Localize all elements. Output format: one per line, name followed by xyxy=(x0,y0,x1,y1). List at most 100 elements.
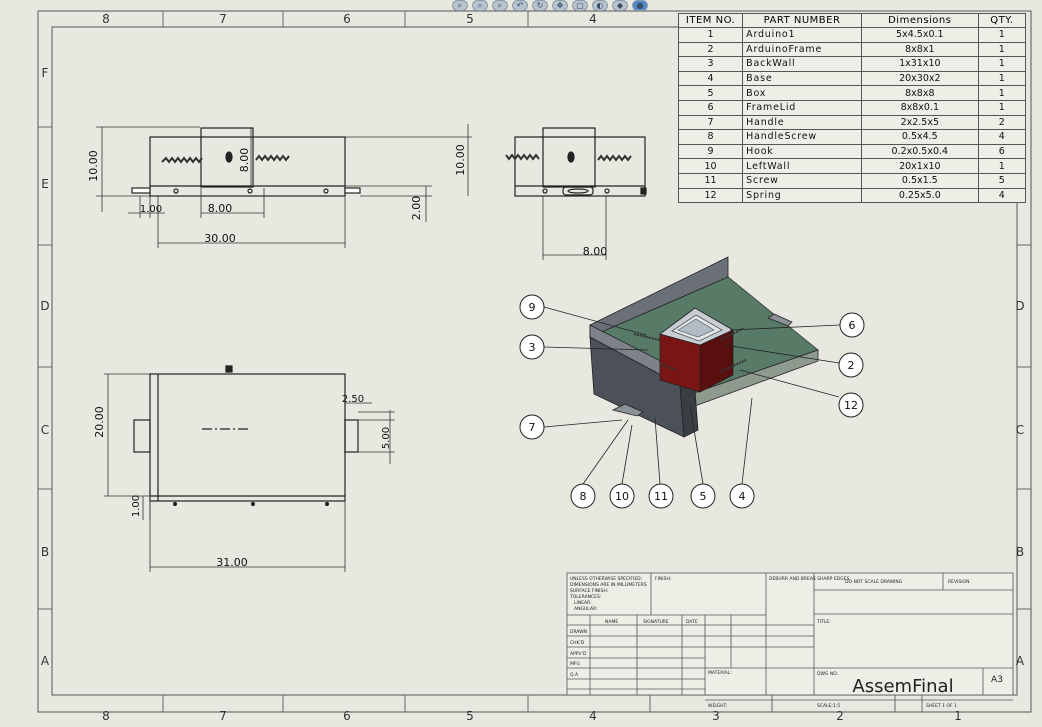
balloon-9[interactable]: 9 xyxy=(519,294,545,320)
front-view-dimension-lines xyxy=(96,124,472,248)
top-view-dimension-lines xyxy=(104,373,395,572)
zoom-area-icon[interactable]: ⌕ xyxy=(472,0,488,11)
tb-mfg: MFG xyxy=(570,661,580,667)
bom-cell-item: 4 xyxy=(677,70,744,87)
balloon-4[interactable]: 4 xyxy=(729,483,755,509)
balloon-2[interactable]: 2 xyxy=(838,352,864,378)
pan-icon[interactable]: ✥ xyxy=(552,0,568,11)
balloon-12[interactable]: 12 xyxy=(838,392,864,418)
balloon-2-label: 2 xyxy=(848,359,855,372)
scene-icon[interactable]: ● xyxy=(632,0,648,11)
balloon-10[interactable]: 10 xyxy=(609,483,635,509)
tb-dwg-no-label: DWG NO. xyxy=(817,671,838,677)
balloon-7[interactable]: 7 xyxy=(519,414,545,440)
tb-angular: ANGULAR: xyxy=(574,606,597,612)
bom-cell-item: 10 xyxy=(677,158,744,174)
bom-cell-dimensions: 8x8x0.1 xyxy=(860,99,979,116)
bom-cell-dimensions: 1x31x10 xyxy=(860,56,979,72)
bom-cell-part: Box xyxy=(742,85,862,101)
isometric-view[interactable] xyxy=(589,256,819,438)
col-label-6-top: 6 xyxy=(343,12,351,26)
row-label-C-left: C xyxy=(41,423,49,437)
bom-cell-item: 7 xyxy=(677,114,744,131)
bom-cell-item: 6 xyxy=(677,99,744,116)
appearance-icon[interactable]: ◆ xyxy=(612,0,628,11)
view-toolbar: ⌕ ⌕ ⌕ ↶ ↻ ✥ ▢ ◐ ◆ ● xyxy=(452,0,648,12)
zoom-in-out-icon[interactable]: ⌕ xyxy=(492,0,508,11)
balloon-5[interactable]: 5 xyxy=(690,483,716,509)
tb-material: MATERIAL: xyxy=(708,670,732,676)
zoom-to-fit-icon[interactable]: ⌕ xyxy=(452,0,468,11)
bom-cell-qty: 4 xyxy=(977,187,1027,204)
bom-cell-qty: 1 xyxy=(977,27,1027,43)
bom-cell-item: 12 xyxy=(677,187,744,204)
balloon-11[interactable]: 11 xyxy=(648,483,674,509)
tb-title-label: TITLE: xyxy=(816,619,831,625)
side-view[interactable] xyxy=(505,127,647,197)
balloon-6-label: 6 xyxy=(849,319,856,332)
balloon-8[interactable]: 8 xyxy=(570,483,596,509)
dim-front-box-width: 8.00 xyxy=(208,202,233,215)
display-style-icon[interactable]: ▢ xyxy=(572,0,588,11)
bom-cell-part: Hook xyxy=(742,143,862,160)
tb-name: NAME xyxy=(605,619,618,625)
tb-unless-note: UNLESS OTHERWISE SPECIFIED: xyxy=(570,576,642,582)
dim-top-handle: 5.00 xyxy=(381,427,392,449)
bom-header-row: ITEM NO. PART NUMBER Dimensions QTY. xyxy=(677,13,1027,28)
tb-scale: SCALE:1:5 xyxy=(817,703,840,709)
top-view[interactable] xyxy=(133,365,359,507)
bom-cell-qty: 5 xyxy=(977,172,1027,189)
dim-front-total-width: 30.00 xyxy=(204,232,236,245)
bom-cell-qty: 1 xyxy=(977,85,1027,101)
tb-chkd: CHK'D xyxy=(570,640,585,646)
bom-header-part: PART NUMBER xyxy=(742,13,862,28)
col-label-4-bottom: 4 xyxy=(589,709,597,723)
bom-cell-qty: 4 xyxy=(977,129,1027,145)
bom-cell-item: 1 xyxy=(677,27,744,43)
tb-appvd: APPV'D xyxy=(570,651,587,657)
tb-drawn: DRAWN xyxy=(570,629,587,635)
tb-dims-note: DIMENSIONS ARE IN MILLIMETERS xyxy=(570,582,647,588)
col-label-7-top: 7 xyxy=(219,12,227,26)
balloon-3[interactable]: 3 xyxy=(519,334,545,360)
balloon-8-label: 8 xyxy=(580,490,587,503)
row-label-A-left: A xyxy=(41,654,50,668)
tb-date: DATE xyxy=(686,619,698,625)
bom-cell-part: Spring xyxy=(742,187,862,204)
bom-cell-part: LeftWall xyxy=(742,158,862,174)
tb-surface-note: SURFACE FINISH: xyxy=(570,588,608,594)
previous-view-icon[interactable]: ↶ xyxy=(512,0,528,11)
front-view[interactable] xyxy=(131,127,361,197)
bom-cell-dimensions: 5x4.5x0.1 xyxy=(860,27,979,43)
tb-qa: Q.A xyxy=(570,672,579,678)
tb-size: A3 xyxy=(991,675,1003,685)
balloon-6[interactable]: 6 xyxy=(839,312,865,338)
tb-deburr: DEBURR AND BREAK SHARP EDGES xyxy=(769,576,849,582)
dim-side-width: 8.00 xyxy=(583,245,608,258)
row-label-C-right: C xyxy=(1016,423,1024,437)
tb-dwg-no: AssemFinal xyxy=(852,676,953,697)
balloon-11-label: 11 xyxy=(654,490,668,503)
tb-weight: WEIGHT: xyxy=(708,703,727,709)
rotate-icon[interactable]: ↻ xyxy=(532,0,548,11)
bom-cell-dimensions: 8x8x1 xyxy=(860,41,979,58)
hide-show-icon[interactable]: ◐ xyxy=(592,0,608,11)
bom-cell-item: 9 xyxy=(677,143,744,160)
balloon-12-label: 12 xyxy=(844,399,858,412)
